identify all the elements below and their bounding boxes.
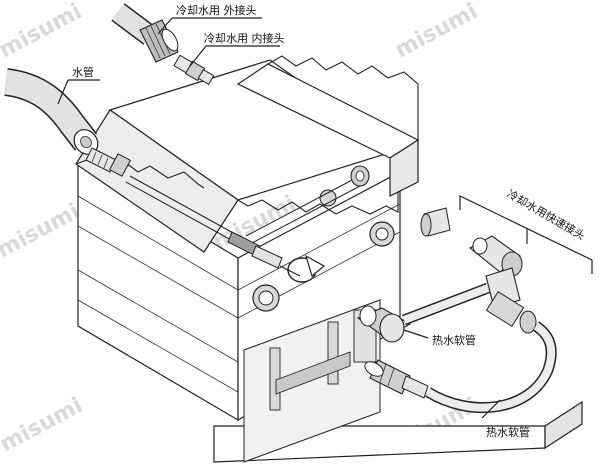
label-quick-coupling: 冷却水用快速接头 [505,187,588,242]
label-inner-fitting: 冷却水用 内接头 [204,31,285,45]
ejector-pin [327,321,339,385]
quick-nipple [420,213,432,237]
label-outer-fitting: 冷却水用 外接头 [176,4,257,17]
cooling-channel [245,177,357,237]
mold-body [75,55,583,463]
lower-hose-fitting [364,359,429,399]
quick-coupling-group [420,207,537,334]
cavity-plate-front [75,109,239,253]
label-water-pipe: 水管 [72,65,94,79]
quick-coupling-bracket [459,195,593,274]
base-plate-side [544,400,583,450]
ejector-plate [275,351,351,395]
hot-water-hose-lower [425,321,557,414]
back-block-fitting [350,165,370,187]
cooling-port [319,189,337,207]
watermark-text: misumi [0,199,84,263]
label-hot-hose-upper: 热水软管 [432,333,476,347]
watermark-text: misumi [0,0,86,63]
ejector-housing [243,299,381,463]
hot-water-hose-upper [402,282,490,326]
barbed-inner-fitting [85,147,132,177]
leader-lines [57,17,501,419]
mold-coupling [227,231,326,283]
watermark-text: misumi [0,393,87,457]
label-hot-hose-lower: 热水软管 [486,425,530,439]
watermark-text: misumi [391,0,482,63]
mold-elbow-fitting [356,305,412,343]
water-pipe [3,68,99,155]
inner-fitting-top [173,54,215,86]
back-block-side [389,138,419,197]
outer-fitting-hose [111,3,179,63]
